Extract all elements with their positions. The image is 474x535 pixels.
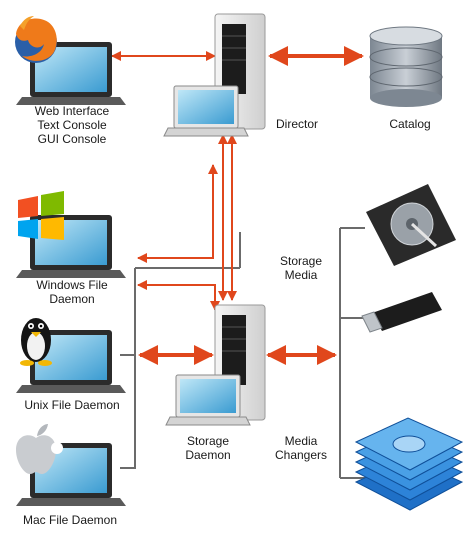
windows-fd-label: Windows File Daemon bbox=[22, 278, 122, 306]
windows-fd-line1: Windows File bbox=[36, 278, 108, 292]
linux-tux-icon bbox=[20, 318, 52, 366]
storage-daemon-laptop-icon bbox=[165, 374, 251, 426]
usb-drive-icon bbox=[361, 292, 442, 333]
media-changers-line2: Changers bbox=[274, 448, 328, 462]
apple-logo-icon bbox=[16, 424, 63, 474]
gui-console-text: GUI Console bbox=[37, 132, 107, 146]
console-laptop-icon bbox=[16, 42, 126, 105]
unix-fd-label: Unix File Daemon bbox=[24, 398, 120, 412]
web-interface-text: Web Interface bbox=[34, 104, 110, 118]
catalog-database-icon bbox=[369, 26, 443, 107]
storage-media-line1: Storage bbox=[279, 254, 323, 268]
hard-disk-icon bbox=[366, 184, 456, 266]
windows-fd-line2: Daemon bbox=[49, 292, 95, 306]
storage-media-label: Storage Media bbox=[270, 254, 332, 282]
windows-logo-icon bbox=[18, 191, 64, 240]
mac-fd-label: Mac File Daemon bbox=[22, 513, 118, 527]
director-server-tower-icon bbox=[214, 13, 266, 130]
text-console-text: Text Console bbox=[37, 118, 107, 132]
storage-daemon-label: Storage Daemon bbox=[176, 434, 240, 462]
web-console-label: Web Interface Text Console GUI Console bbox=[18, 104, 126, 146]
gray-connectors bbox=[120, 227, 365, 479]
arrow-windows-fd-sd bbox=[137, 280, 220, 311]
arrow-director-windows-fd bbox=[137, 164, 218, 263]
media-changers-line1: Media bbox=[284, 434, 318, 448]
disc-stack-icon bbox=[354, 417, 464, 511]
storage-daemon-line2: Daemon bbox=[185, 448, 231, 462]
storage-media-line2: Media bbox=[284, 268, 318, 282]
media-changers-label: Media Changers bbox=[266, 434, 336, 462]
storage-daemon-line1: Storage bbox=[186, 434, 230, 448]
director-label: Director bbox=[276, 117, 319, 131]
firefox-icon bbox=[15, 16, 57, 63]
orange-arrows bbox=[111, 46, 364, 365]
catalog-label: Catalog bbox=[389, 117, 431, 131]
director-laptop-icon bbox=[163, 85, 249, 137]
